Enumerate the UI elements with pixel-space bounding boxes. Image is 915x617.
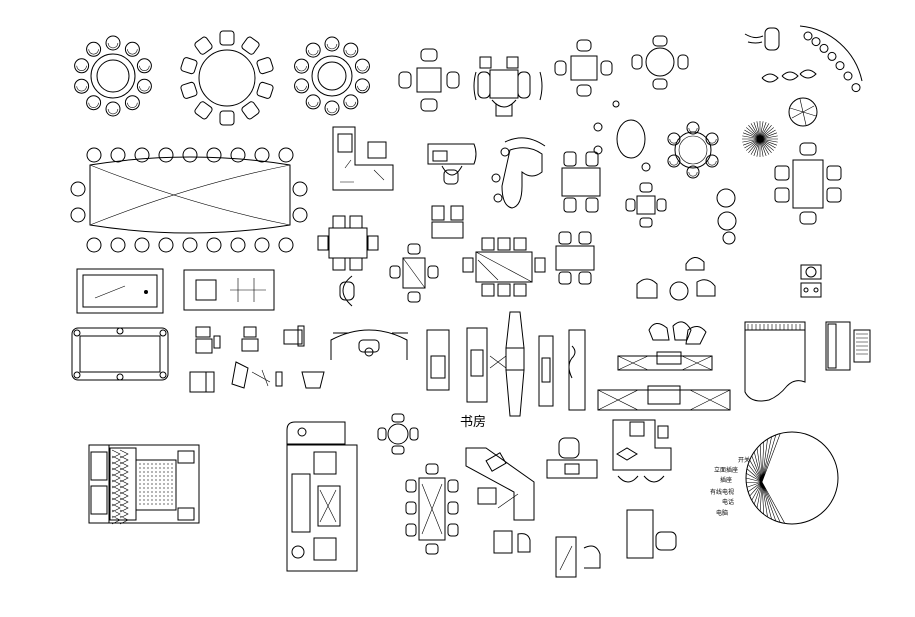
- rect-dining-table-6: [774, 142, 842, 225]
- study-room-label: 书房: [460, 414, 486, 430]
- s-curved-counter: [491, 137, 546, 209]
- small-square-table-4: [625, 162, 667, 228]
- grand-piano: [744, 321, 806, 402]
- round-table-8-seats: [180, 30, 274, 126]
- legend-item-0: 开关: [738, 456, 750, 464]
- dining-table-4-rect: [561, 100, 620, 213]
- desk-with-chairs-a: [317, 215, 379, 271]
- small-appliances-set: [189, 325, 325, 393]
- square-table-4-chairs-b: [554, 39, 613, 97]
- study-desk-tall: [426, 329, 450, 391]
- hairdryer-chair-a: [339, 275, 355, 307]
- rect-table-4b: [555, 231, 595, 285]
- bench-press-machine: [183, 269, 275, 311]
- legend-item-3: 有线电视: [710, 488, 734, 496]
- round-table-10-seats-b: [294, 36, 370, 116]
- double-bed: [88, 444, 200, 525]
- lounge-chairs-pair: [716, 188, 737, 245]
- legend-item-4: 电话: [722, 498, 734, 506]
- legend-item-5: 电脑: [716, 509, 728, 517]
- pool-table-small: [76, 268, 164, 314]
- oval-rug: [616, 119, 646, 159]
- conference-table-oval: [70, 147, 308, 253]
- sofa-set-lounge: [597, 321, 731, 411]
- coffee-set-round: [636, 257, 716, 301]
- office-workstation: [612, 419, 672, 483]
- living-room-sofa-set: [286, 421, 358, 572]
- reception-curved-desk: [330, 329, 408, 360]
- square-table-sofa-chairs: [473, 56, 543, 117]
- dining-table-6-dark: [462, 237, 546, 297]
- study-furniture-vertical: [466, 311, 586, 417]
- starburst-plant: [742, 121, 778, 157]
- electrical-legend: 开关 立面插座 插座 有线电视 电话 电脑: [710, 456, 750, 517]
- legend-item-2: 插座: [720, 476, 732, 484]
- pool-table-large: [71, 327, 169, 381]
- square-dining-table-4: [398, 48, 460, 112]
- long-dining-table-8: [405, 463, 459, 555]
- tree-plan-symbol: [745, 431, 839, 525]
- decor-plants-cluster: [744, 25, 863, 127]
- armchairs-pair-table: [431, 205, 464, 239]
- small-round-table-4: [631, 35, 689, 90]
- l-desk-corner: [332, 126, 394, 191]
- small-desk-units: [493, 509, 677, 578]
- upright-piano: [825, 321, 871, 371]
- corner-computer-desk: [465, 447, 535, 521]
- round-table-10-seats-a: [74, 35, 152, 117]
- computer-desk-chair-b: [546, 437, 598, 479]
- office-desk-chair: [427, 143, 477, 185]
- legend-item-1: 立面插座: [714, 466, 738, 474]
- round-table-6-seats: [667, 121, 719, 179]
- round-table-4-chairs-c: [377, 413, 419, 455]
- wall-socket-symbol: [800, 264, 822, 298]
- round-table-4-chairs-diag: [389, 243, 439, 303]
